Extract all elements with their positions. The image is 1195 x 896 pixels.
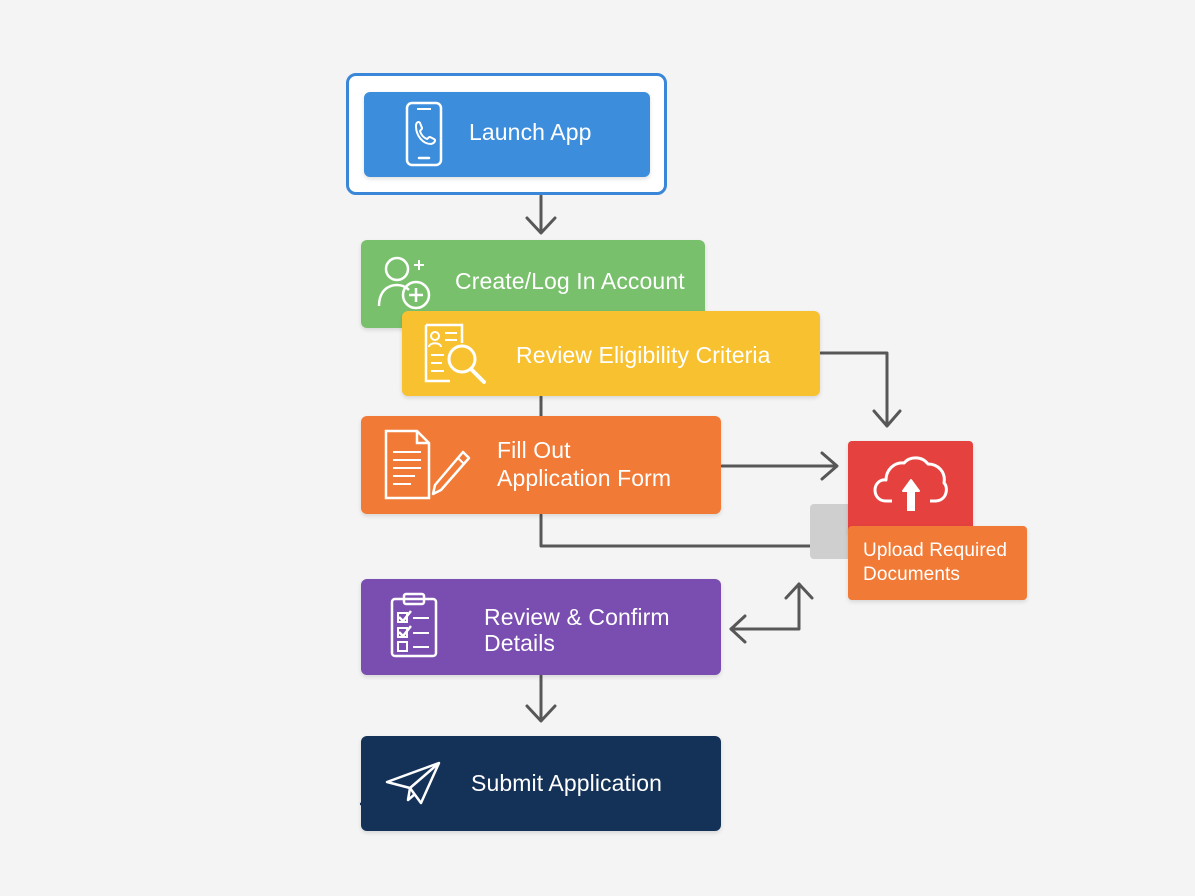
connector-confirm-upload-loop — [729, 582, 801, 631]
arrowhead-review-to-upload — [872, 409, 902, 428]
step-label-line2: Details — [484, 630, 556, 656]
step-upload-documents: Upload Required Documents — [848, 526, 1027, 600]
step-submit-application: Submit Application — [361, 736, 721, 831]
add-user-icon — [375, 254, 435, 317]
step-label: Launch App — [469, 119, 592, 145]
step-label: Submit Application — [471, 770, 663, 796]
step-upload-icon-panel — [848, 441, 973, 533]
step-fill-out-form: Fill Out Application Form — [361, 416, 721, 514]
step-label: Review Eligibility Criteria — [516, 342, 771, 368]
arrowhead-launch-to-create — [525, 216, 557, 235]
form-edit-icon — [383, 428, 475, 507]
step-launch-app: Launch App — [364, 92, 650, 177]
smartphone-icon — [404, 100, 444, 173]
connector-fill-to-upload-lower — [539, 513, 814, 548]
document-search-icon — [422, 321, 490, 392]
step-label: Create/Log In Account — [455, 268, 685, 294]
step-label-line1: Fill Out — [497, 437, 571, 463]
clipboard-check-icon — [389, 591, 439, 664]
arrowhead-confirm-to-submit — [525, 704, 557, 723]
upload-shadow-block — [810, 504, 852, 559]
arrowhead-fill-to-upload — [820, 451, 839, 481]
step-label-line1: Review & Confirm — [484, 604, 670, 630]
cloud-upload-icon — [872, 453, 950, 518]
step-review-confirm: Review & Confirm Details — [361, 579, 721, 675]
step-label-line1: Upload Required — [863, 540, 1008, 561]
step-review-eligibility: Review Eligibility Criteria — [402, 311, 820, 396]
step-label-line2: Documents — [863, 564, 960, 585]
arrowhead-to-upload — [784, 582, 814, 600]
step-label-line2: Application Form — [497, 465, 672, 491]
paper-plane-icon — [383, 760, 443, 811]
arrowhead-to-confirm — [729, 614, 747, 644]
connector-review-to-upload — [819, 351, 889, 427]
